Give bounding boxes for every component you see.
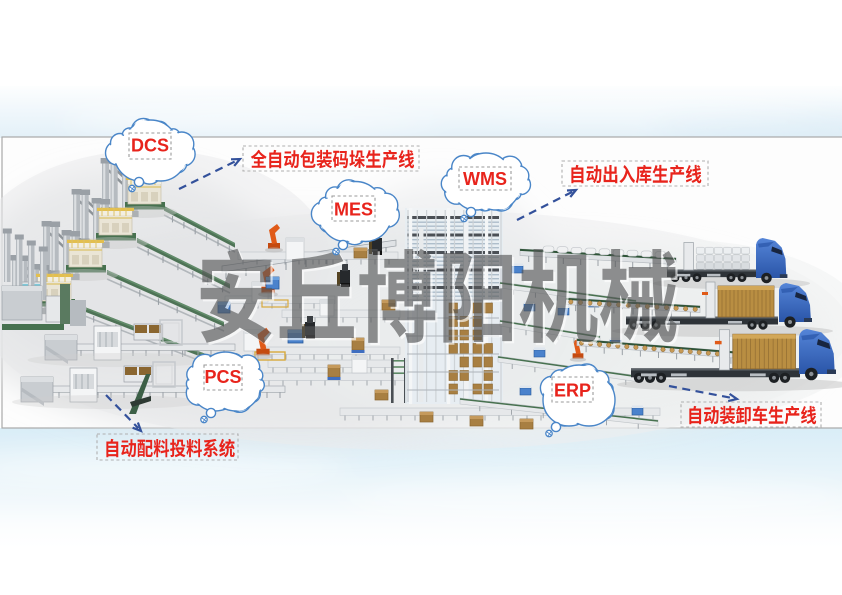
svg-text:ERP: ERP — [554, 380, 591, 400]
svg-text:DCS: DCS — [131, 135, 169, 155]
svg-text:PCS: PCS — [204, 367, 241, 387]
svg-text:WMS: WMS — [463, 169, 507, 189]
svg-text:MES: MES — [334, 199, 373, 219]
